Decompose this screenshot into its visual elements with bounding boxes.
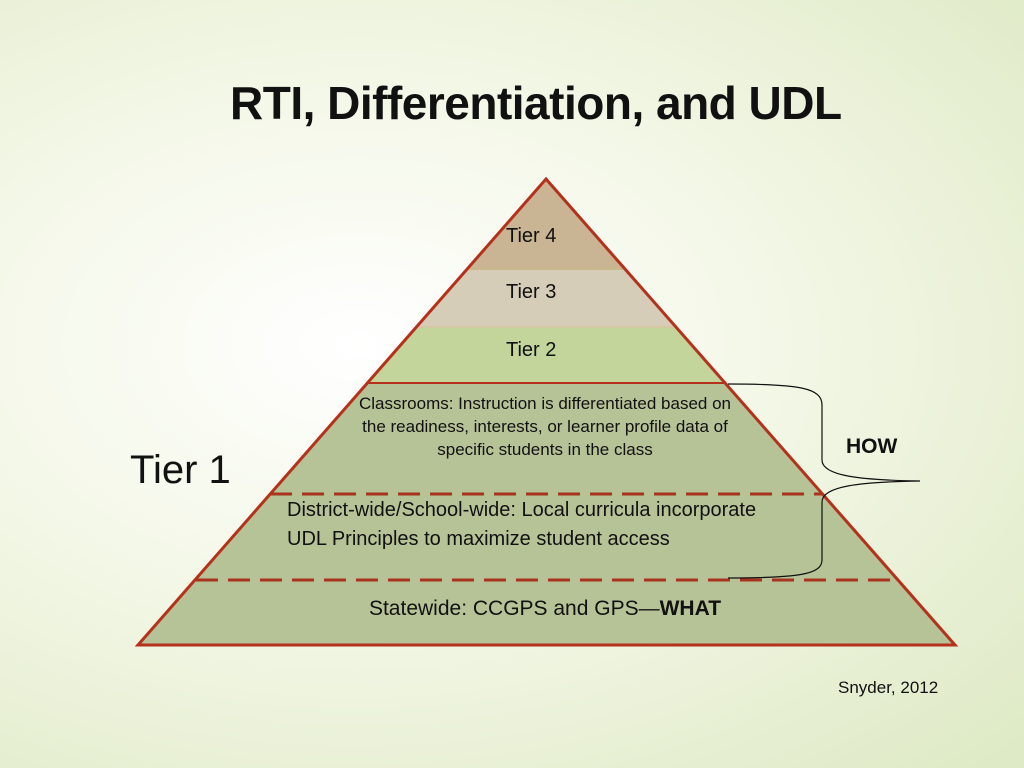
classrooms-layer-text: Classrooms: Instruction is differentiate…: [359, 394, 731, 459]
statewide-layer-text: Statewide: CCGPS and GPS—WHAT: [300, 597, 790, 621]
district-layer-text: District-wide/School-wide: Local curricu…: [287, 496, 827, 554]
how-label: HOW: [846, 435, 898, 458]
tier3-label: Tier 3: [506, 281, 557, 303]
district-line-2: UDL Principles to maximize student acces…: [287, 528, 670, 550]
how-brace: [727, 383, 921, 579]
citation: Snyder, 2012: [838, 678, 939, 697]
district-line-1: District-wide/School-wide: Local curricu…: [287, 499, 757, 521]
slide-title: RTI, Differentiation, and UDL: [230, 77, 842, 129]
pyramid-outline: [134, 176, 959, 647]
tier4-label: Tier 4: [506, 225, 557, 247]
tier3-band: [415, 269, 677, 327]
tier4-band: [466, 179, 626, 269]
statewide-emphasis: WHAT: [659, 597, 722, 620]
tier1-label: Tier 1: [130, 448, 231, 492]
tier2-band: [366, 327, 726, 383]
tier2-label: Tier 2: [506, 339, 557, 361]
statewide-prefix: Statewide: CCGPS and GPS—: [368, 597, 660, 620]
